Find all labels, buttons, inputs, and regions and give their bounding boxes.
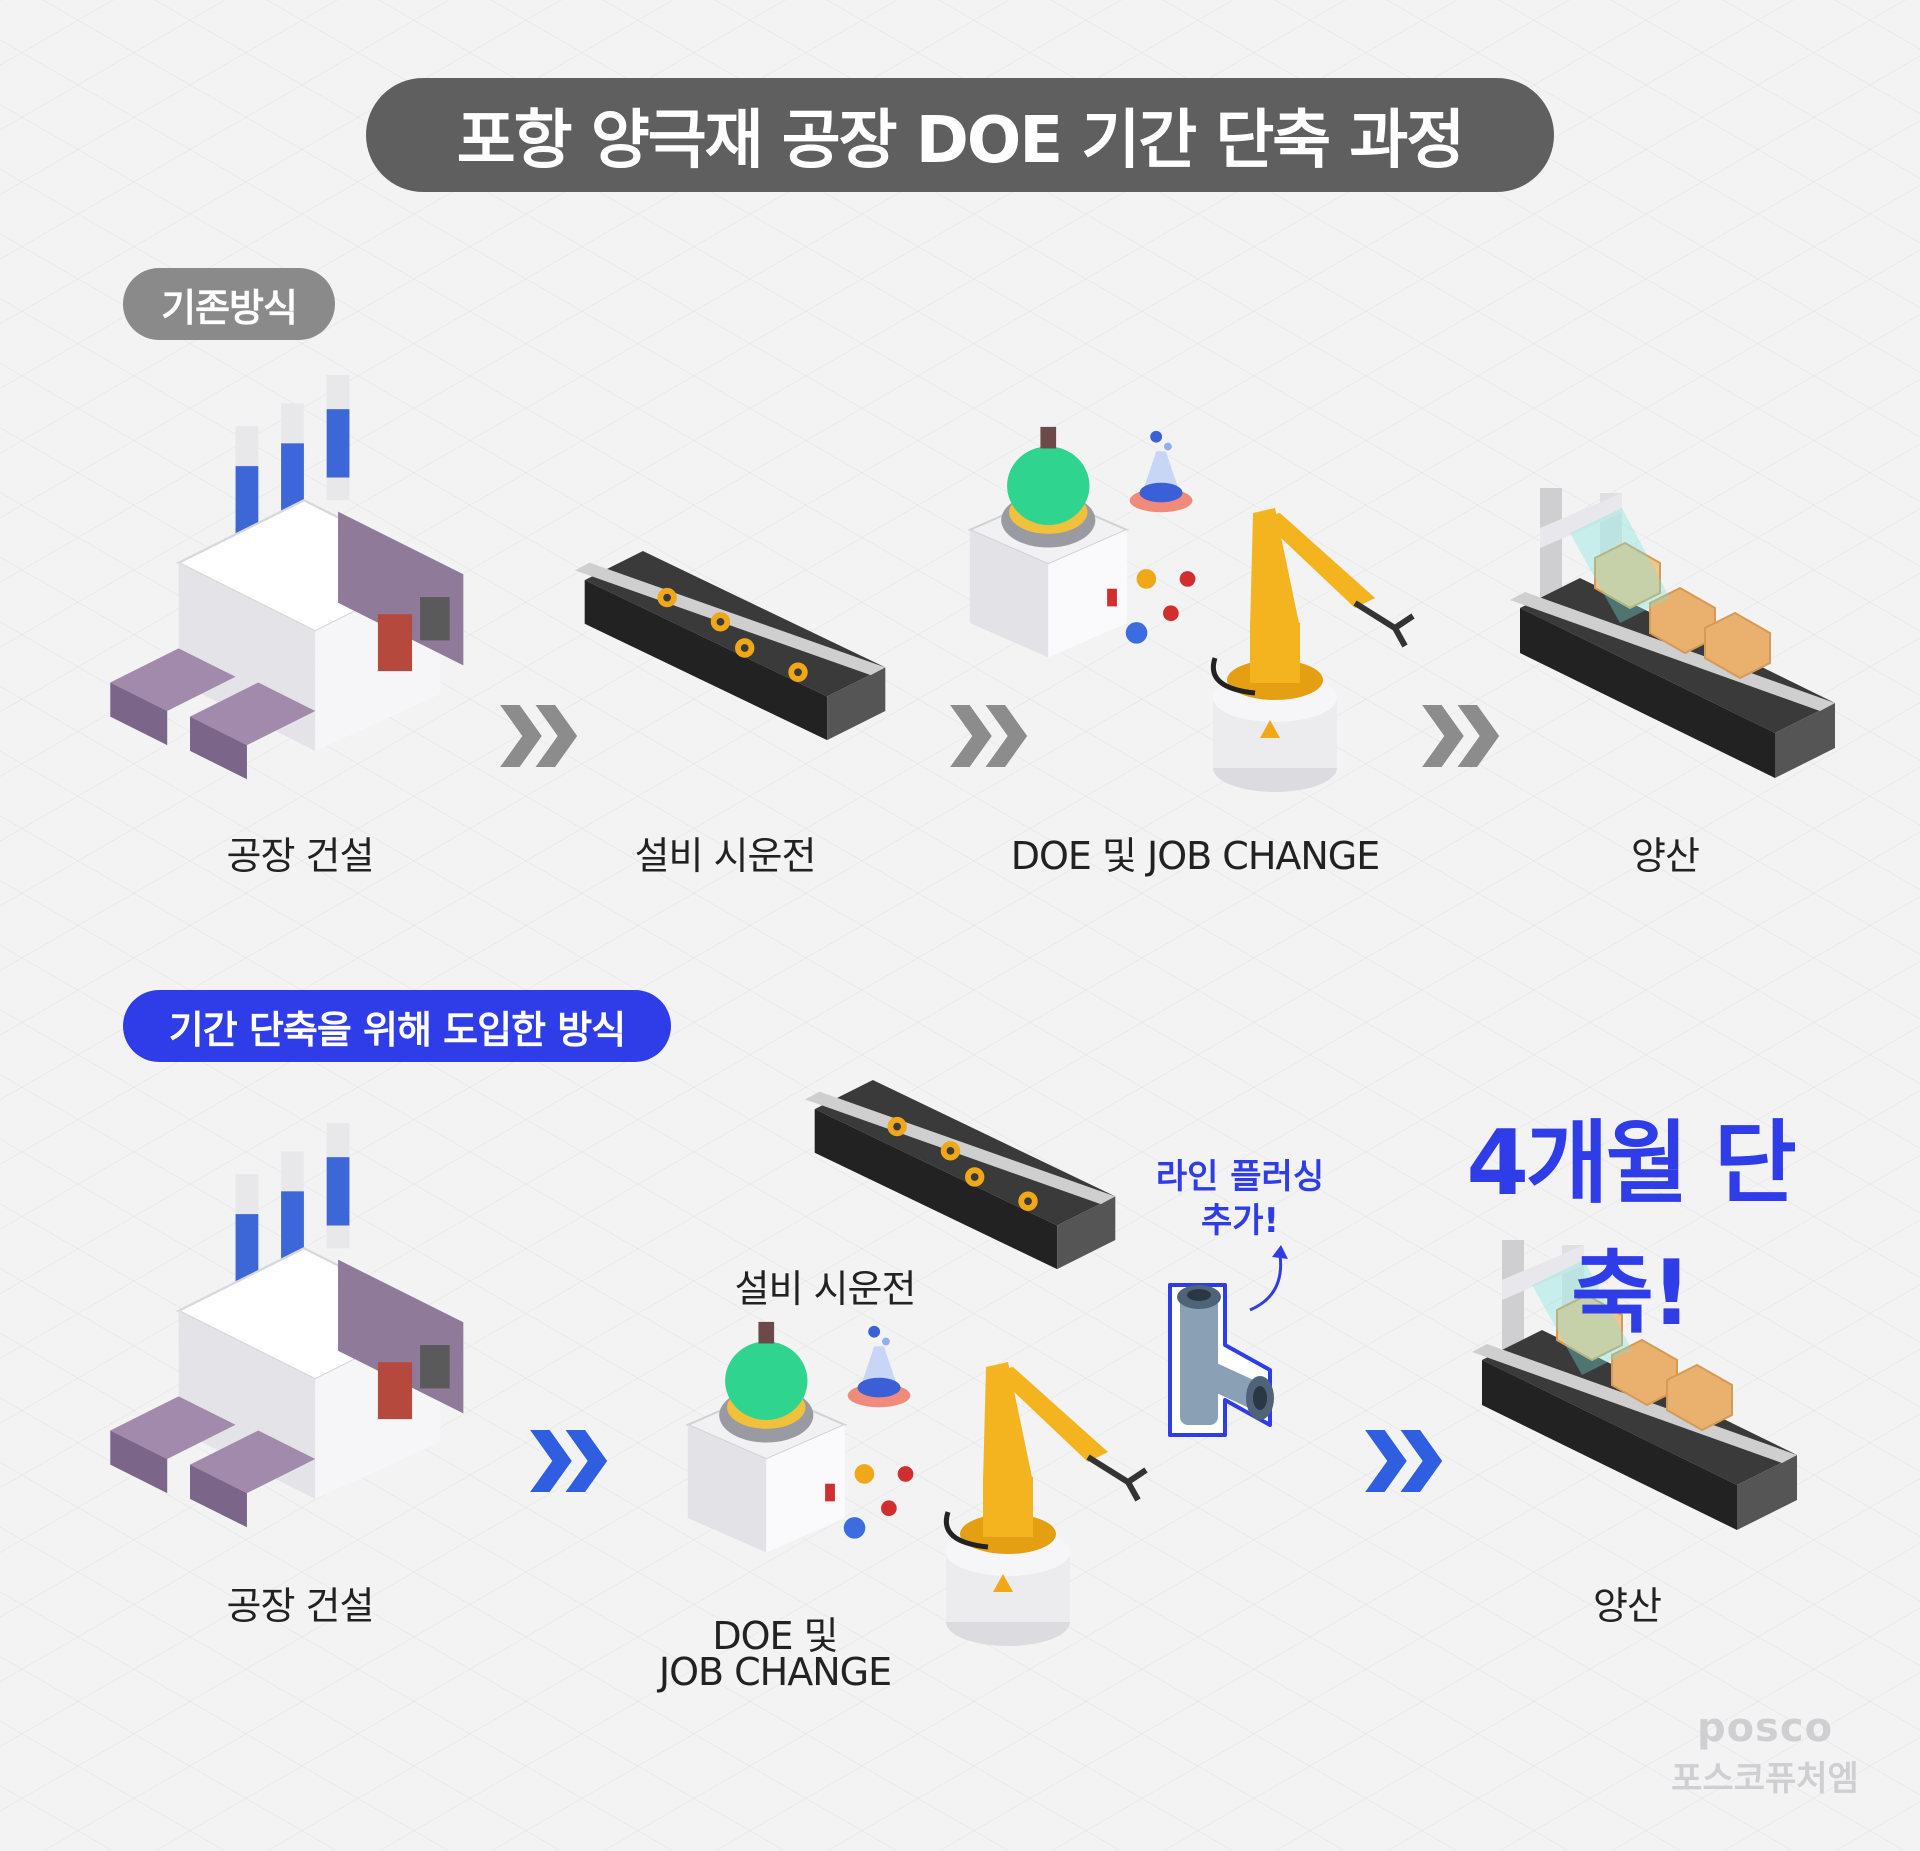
improved-method-tag: 기간 단축을 위해 도입한 방식 (123, 990, 671, 1062)
factory-icon (109, 375, 465, 781)
step-label-doe-line1: DOE 및 (712, 1614, 838, 1658)
page-title: 포항 양극재 공장 DOE 기간 단축 과정 (366, 78, 1554, 192)
step-label-construction: 공장 건설 (226, 1584, 375, 1628)
step-label-production: 양산 (1593, 1584, 1662, 1628)
logo-line-1: posco (1696, 1705, 1834, 1751)
conveyor-icon (805, 1080, 1116, 1270)
step-label-commissioning: 설비 시운전 (734, 1267, 917, 1311)
note-line-2: 추가! (1200, 1201, 1280, 1241)
double-chevron-icon (1365, 1430, 1443, 1492)
lab-equipment-icon (686, 1320, 915, 1554)
step-label-construction: 공장 건설 (226, 834, 375, 878)
logo-line-2: 포스코퓨처엠 (1671, 1759, 1859, 1799)
line-flushing-note: 라인 플러싱 추가! (1135, 1155, 1345, 1243)
robot-arm-icon (1205, 508, 1435, 798)
robot-arm-icon (938, 1362, 1168, 1652)
conveyor-icon (575, 551, 886, 741)
step-label-production: 양산 (1631, 834, 1700, 878)
production-line-icon (1510, 488, 1836, 778)
double-chevron-icon (500, 705, 578, 767)
step-label-doe-line2: JOB CHANGE (658, 1650, 892, 1694)
brand-logo: posco 포스코퓨처엠 (1650, 1705, 1880, 1800)
reduction-claim: 4개월 단축! (1466, 1111, 1796, 1346)
step-label-commissioning: 설비 시운전 (634, 834, 817, 878)
factory-icon (109, 1123, 465, 1529)
pipe-tee-icon (1168, 1283, 1274, 1437)
note-line-1: 라인 플러싱 (1155, 1157, 1325, 1197)
lab-equipment-icon (968, 425, 1197, 659)
double-chevron-icon (1422, 705, 1500, 767)
double-chevron-icon (950, 705, 1028, 767)
existing-method-tag: 기존방식 (123, 268, 335, 340)
curved-arrow-icon (1249, 1245, 1288, 1312)
double-chevron-icon (530, 1430, 608, 1492)
step-label-doe-job-change: DOE 및 JOB CHANGE (1010, 834, 1381, 878)
